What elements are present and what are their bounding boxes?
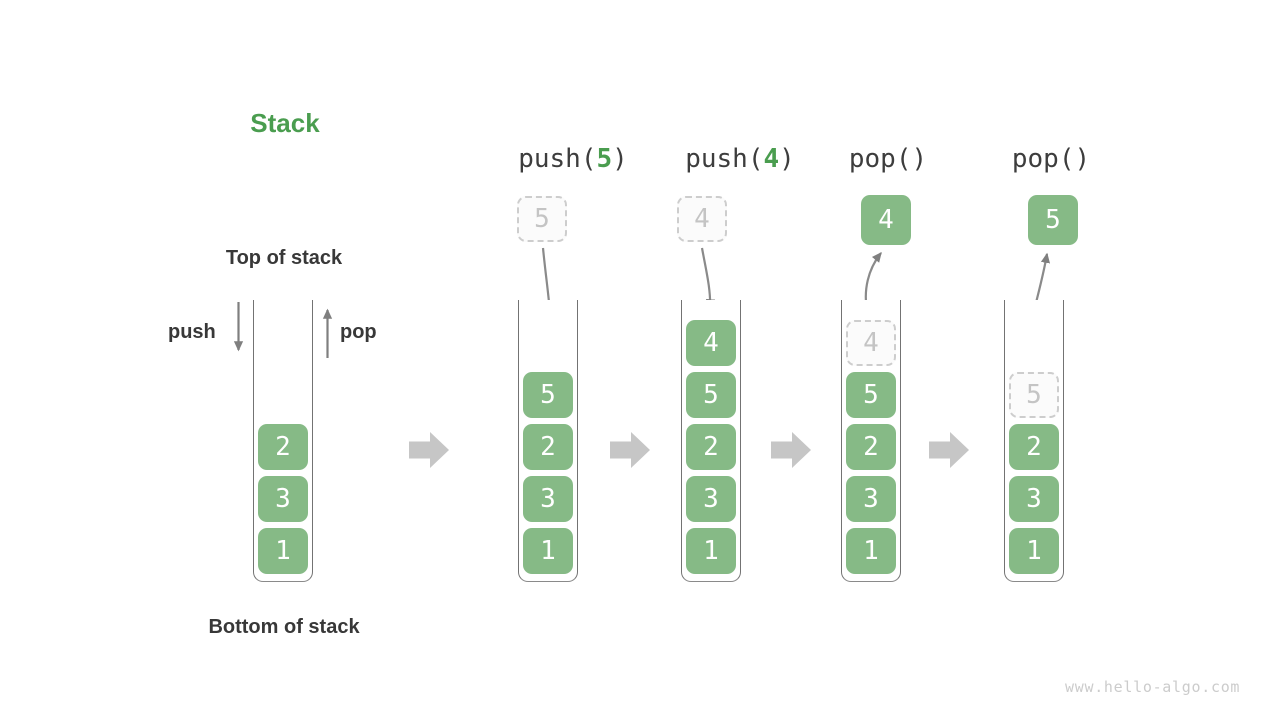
stack-item-removed: 4 (846, 320, 896, 366)
op-text: ) (911, 144, 928, 174)
stack-item: 2 (846, 424, 896, 470)
op-arg: 4 (763, 144, 780, 174)
stack-item: 1 (523, 528, 573, 574)
popped-item: 4 (861, 195, 911, 245)
step-arrow-icon (771, 432, 811, 468)
op-text: pop( (848, 144, 912, 174)
stack-item: 1 (258, 528, 308, 574)
popped-item: 5 (1028, 195, 1078, 245)
stack-item: 2 (686, 424, 736, 470)
op-text: ) (1074, 144, 1091, 174)
step-arrow-icon (409, 432, 449, 468)
stack-item: 3 (258, 476, 308, 522)
op-text: pop( (1011, 144, 1075, 174)
stack-item: 3 (523, 476, 573, 522)
bottom-of-stack-label: Bottom of stack (208, 616, 360, 638)
pop-label: pop (340, 321, 377, 343)
op-header-pop-2: pop() (1012, 144, 1090, 174)
stack-item: 5 (523, 372, 573, 418)
stack-item: 3 (686, 476, 736, 522)
step-arrow-icon (610, 432, 650, 468)
stack-item: 2 (523, 424, 573, 470)
stack-item: 2 (1009, 424, 1059, 470)
stack-item-removed: 5 (1009, 372, 1059, 418)
op-header-push-5: push(5) (518, 144, 628, 174)
step-arrow-icon (929, 432, 969, 468)
op-text: ) (779, 144, 795, 174)
push-4-arrow (700, 247, 716, 310)
watermark: www.hello-algo.com (1065, 678, 1241, 696)
stack-item: 5 (686, 372, 736, 418)
diagram-title: Stack (250, 108, 320, 138)
op-text: push( (518, 144, 597, 174)
op-text: ) (612, 144, 628, 174)
stack-item: 4 (686, 320, 736, 366)
stack-item: 1 (1009, 528, 1059, 574)
op-text: push( (685, 144, 764, 174)
stack-item: 3 (846, 476, 896, 522)
stack-item: 3 (1009, 476, 1059, 522)
stack-item: 5 (846, 372, 896, 418)
top-of-stack-label: Top of stack (225, 247, 343, 269)
op-arg: 5 (596, 144, 613, 174)
op-header-push-4: push(4) (685, 144, 795, 174)
stack-item: 1 (846, 528, 896, 574)
stack-item: 1 (686, 528, 736, 574)
push-label: push (168, 321, 216, 343)
op-header-pop-1: pop() (849, 144, 927, 174)
stack-item: 2 (258, 424, 308, 470)
push-arg-item: 5 (517, 196, 567, 242)
push-arg-item: 4 (677, 196, 727, 242)
